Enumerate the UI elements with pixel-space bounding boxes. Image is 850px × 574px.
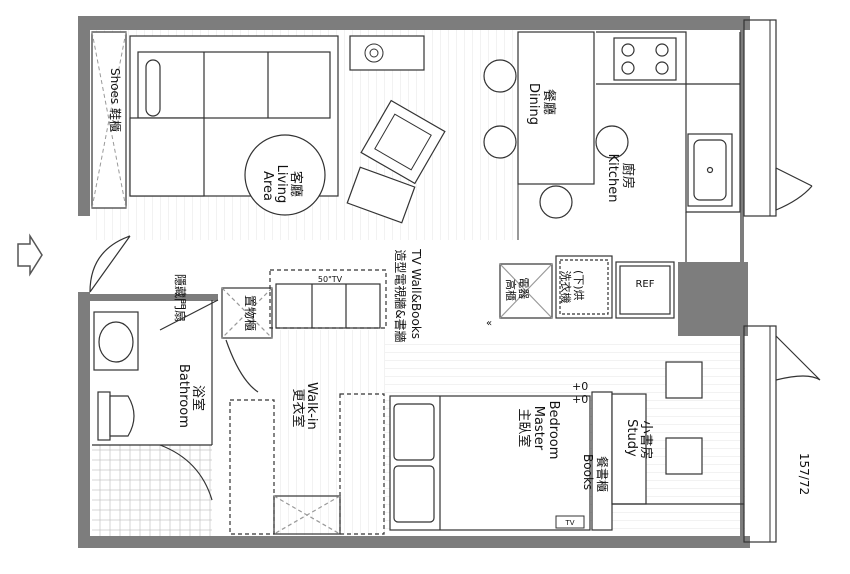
bathroom-label: Bathroom 浴室 <box>176 364 206 432</box>
living-table <box>244 134 326 216</box>
column <box>678 262 748 336</box>
study-label: Study 小書房 <box>624 419 654 461</box>
balcony-door-upper <box>775 167 813 211</box>
balcony-frame-upper <box>743 19 777 217</box>
bed <box>389 395 591 531</box>
armchair <box>360 99 446 185</box>
height-mark-1: +0 <box>572 380 588 393</box>
tv-wall-label: TV Wall&Books 造型電視牆&書牆 <box>393 248 423 343</box>
bathroom-fixtures <box>93 311 139 441</box>
storage-label: 置物櫃 <box>243 295 257 331</box>
dining-table <box>517 31 595 185</box>
walkin-closet <box>229 393 385 535</box>
wall-top <box>78 16 750 30</box>
storage-cabinet <box>221 287 273 339</box>
wall-left-lower <box>78 292 90 548</box>
balcony-door-lower <box>775 335 821 381</box>
small-tv-label: TV <box>564 519 574 527</box>
washer-dryer <box>555 255 613 319</box>
tv-size-label: 50"TV <box>318 275 343 284</box>
fridge-label: REF <box>635 279 654 290</box>
entrance-arrow-icon <box>17 233 43 277</box>
floor-walkin <box>275 330 385 535</box>
stool <box>483 59 517 93</box>
kitchen-label: 廚房 Kitchen <box>605 154 636 203</box>
gas-cooktop <box>613 37 677 81</box>
appliance-cabinet <box>499 263 553 319</box>
ottoman <box>346 166 416 224</box>
balcony-frame-lower <box>743 325 777 543</box>
shower-door <box>159 444 213 501</box>
hidden-door-swing <box>159 299 259 393</box>
height-mark-2: +0 <box>572 393 588 406</box>
stool <box>595 125 629 159</box>
wall-left-upper <box>78 16 90 216</box>
kitchen-sink <box>687 133 733 207</box>
living-label: Living 客廳 Area <box>260 165 304 208</box>
stool <box>539 185 573 219</box>
hidden-door-label: 隱藏門扇 <box>173 274 188 322</box>
sofa <box>129 35 339 197</box>
wall-bottom <box>78 536 750 548</box>
study-desk <box>611 361 703 505</box>
cooktop-small <box>349 35 425 71</box>
refrigerator <box>615 261 675 319</box>
books-label: Books 餐書櫃 <box>581 454 610 494</box>
shoes-label: Shoes 鞋櫃 <box>108 68 123 132</box>
wall-bath-top <box>90 294 218 301</box>
tv-wall <box>269 269 387 329</box>
dining-label: 餐廳 Dining <box>526 83 557 125</box>
dimension-label: 157/72 <box>797 453 811 495</box>
small-tv <box>555 515 585 529</box>
appliance-label: 電器 高櫃 <box>504 277 530 303</box>
floor-bath-tile <box>92 445 212 537</box>
arrow-mark: « <box>486 318 492 329</box>
master-bedroom-label: 主臥室 Master Bedroom <box>516 401 561 460</box>
walkin-label: Walk-in 更衣室 <box>290 382 319 434</box>
washer-label: (下)烘 洗衣機 <box>559 270 586 304</box>
entry-door <box>89 235 131 293</box>
stool <box>483 125 517 159</box>
